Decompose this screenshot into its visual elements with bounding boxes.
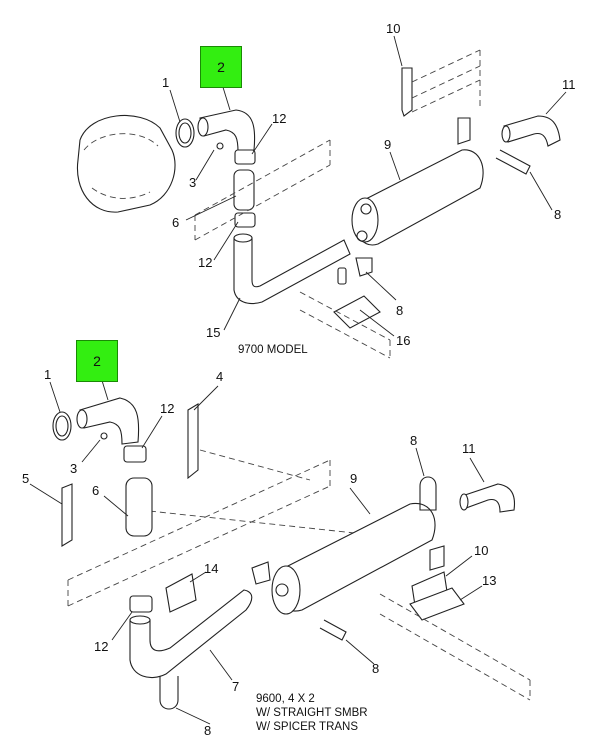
pipe-15-top [233, 233, 351, 305]
callout-12-top-lower: 12 [198, 255, 213, 270]
bracket-14 [165, 573, 197, 613]
callout-3-bottom: 3 [70, 461, 78, 476]
pipe-7-bottom [129, 589, 253, 678]
callout-12-bottom-lower: 12 [94, 639, 109, 654]
highlighted-callout-bottom[interactable]: 2 [76, 340, 118, 382]
bracket-10-top [401, 49, 481, 117]
callout-16-top: 16 [396, 333, 411, 348]
caption-line: 9700 MODEL [238, 344, 308, 356]
clamp-12-upper-bottom [123, 445, 147, 463]
callout-9-top: 9 [384, 137, 392, 152]
u-bolt-bottom-mid [319, 619, 347, 641]
hanger-10-bottom [429, 545, 445, 571]
caption-bottom: 9600, 4 X 2 W/ STRAIGHT SMBR W/ SPICER T… [256, 692, 368, 734]
clamp-12-lower-top [234, 212, 256, 228]
bracket-5 [61, 483, 73, 547]
callout-number: 2 [217, 59, 225, 75]
callout-6-bottom: 6 [92, 483, 100, 498]
callout-1-top: 1 [162, 75, 170, 90]
callout-6-top: 6 [172, 215, 180, 230]
callout-12-top-upper: 12 [272, 111, 287, 126]
nut-top [216, 142, 224, 150]
u-bolt-bottom-left [159, 676, 179, 710]
flex-pipe-top [233, 169, 255, 211]
callout-8-bottom-mid: 8 [372, 661, 380, 676]
leader-lines-bottom [29, 373, 485, 725]
callout-10-top: 10 [386, 21, 401, 36]
callout-15-top: 15 [206, 325, 221, 340]
elbow-bottom [76, 397, 140, 445]
highlighted-callout-top[interactable]: 2 [200, 46, 242, 88]
tailpipe-top [501, 115, 561, 147]
callout-13-bottom: 13 [482, 573, 497, 588]
muffler-bottom [271, 502, 436, 615]
callout-11-top: 11 [562, 77, 576, 92]
callout-10-bottom: 10 [474, 543, 489, 558]
callout-8-top-mid: 8 [396, 303, 404, 318]
tailpipe-bottom [459, 483, 516, 513]
leader-lines-top [169, 35, 567, 337]
frame-rail-top [194, 139, 331, 241]
callout-7-bottom: 7 [232, 679, 240, 694]
caption-line: W/ STRAIGHT SMBR [256, 707, 368, 719]
clamp-top [175, 118, 195, 148]
callout-8-bottom-left: 8 [204, 723, 212, 738]
callout-number: 2 [93, 353, 101, 369]
callout-11-bottom: 11 [462, 441, 476, 456]
muffler-inlet-clamp [251, 561, 271, 585]
elbow-top [197, 109, 256, 153]
bracket-16-top [299, 291, 391, 359]
caption-line: W/ SPICER TRANS [256, 721, 359, 733]
bracket-4 [187, 403, 199, 480]
callout-4-bottom: 4 [216, 369, 224, 384]
u-bolt-upper-right [419, 476, 437, 511]
callout-1-bottom: 1 [44, 367, 52, 382]
u-bolt-right-top [495, 149, 531, 175]
caption-line: 9600, 4 X 2 [256, 693, 315, 705]
caption-top: 9700 MODEL [238, 343, 308, 357]
clamp-12-upper-top [234, 149, 256, 165]
u-bolt-mid-top [337, 257, 373, 285]
callout-8-top-right: 8 [554, 207, 562, 222]
callout-8-bottom-upper: 8 [410, 433, 418, 448]
clamp-bottom [52, 411, 72, 441]
callout-3-top: 3 [189, 175, 197, 190]
muffler-top [351, 149, 484, 246]
callout-5-bottom: 5 [22, 471, 30, 486]
bracket-13 [379, 587, 531, 701]
callout-14-bottom: 14 [204, 561, 219, 576]
callout-9-bottom: 9 [350, 471, 358, 486]
nut-bottom [100, 432, 108, 440]
turbo-housing-top [76, 115, 176, 213]
clamp-12-lower-bottom [129, 595, 153, 613]
callout-12-bottom-upper: 12 [160, 401, 175, 416]
flex-pipe-bottom [125, 477, 153, 537]
muffler-hanger-top [457, 117, 471, 145]
